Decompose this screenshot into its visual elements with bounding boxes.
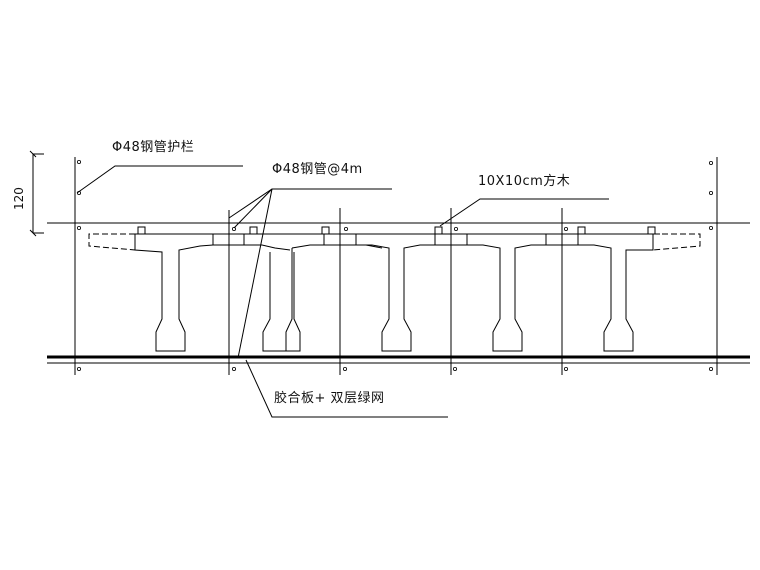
label-guardrail: Φ48钢管护栏	[112, 140, 195, 155]
leader-guardrail	[76, 165, 243, 194]
label-timber: 10X10cm方木	[478, 174, 571, 189]
timber-block	[321, 226, 330, 235]
girder-1	[134, 234, 245, 352]
girder-5	[545, 234, 654, 352]
leader-timber	[439, 198, 609, 227]
timber-block	[434, 226, 443, 235]
girder-3	[323, 234, 435, 352]
girder-2	[244, 244, 324, 352]
timber-block	[249, 226, 258, 235]
timber-block	[577, 226, 586, 235]
pipe-markers	[77, 159, 714, 371]
label-net: 胶合板+ 双层绿网	[274, 391, 385, 406]
girder-4	[434, 234, 546, 352]
leader-pipe	[228, 188, 392, 219]
right-cantilever	[652, 233, 701, 251]
dimension-label: 120	[12, 187, 26, 210]
timber-block	[647, 226, 656, 235]
leader-net	[245, 359, 448, 418]
timber-block	[137, 226, 146, 235]
label-pipe-spacing: Φ48钢管@4m	[272, 162, 363, 177]
left-cantilever	[88, 233, 136, 251]
